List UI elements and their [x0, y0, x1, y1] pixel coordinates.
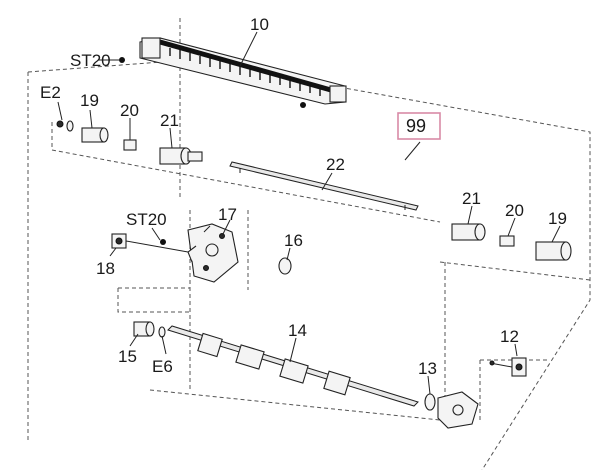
callout-21-left: 21	[160, 111, 179, 130]
callout-st20-mid: ST20	[126, 210, 167, 229]
screw-dot	[119, 57, 125, 63]
screw-dot	[160, 239, 166, 245]
callout-16: 16	[284, 231, 303, 250]
callout-22: 22	[326, 155, 345, 174]
callout-20-left: 20	[120, 101, 139, 120]
lower-left-bushing	[133, 321, 166, 338]
callout-10: 10	[250, 15, 269, 34]
callout-14: 14	[288, 321, 307, 340]
lower-right-parts	[424, 357, 527, 429]
callout-15: 15	[118, 347, 137, 366]
callout-st20-top: ST20	[70, 51, 111, 70]
feed-shaft-part	[167, 325, 419, 407]
highlight-box-99	[397, 112, 441, 140]
guide-rail-part	[139, 37, 347, 105]
screw-dot	[300, 102, 306, 108]
callout-e6: E6	[152, 357, 173, 376]
callout-99: 99	[406, 116, 426, 136]
callout-13: 13	[418, 359, 437, 378]
callout-12: 12	[500, 327, 519, 346]
callout-17: 17	[218, 205, 237, 224]
middle-bracket-parts	[111, 223, 292, 283]
callout-e2: E2	[40, 83, 61, 102]
callout-19-right: 19	[548, 209, 567, 228]
callout-19-left: 19	[80, 91, 99, 110]
leader-lines	[57, 31, 561, 395]
callout-labels: 10 ST20 E2 19 20 21 99 22 21 20 19 ST20 …	[40, 15, 567, 378]
right-roller-parts	[451, 223, 572, 261]
callout-18: 18	[96, 259, 115, 278]
callout-20-right: 20	[505, 201, 524, 220]
callout-21-right: 21	[462, 189, 481, 208]
